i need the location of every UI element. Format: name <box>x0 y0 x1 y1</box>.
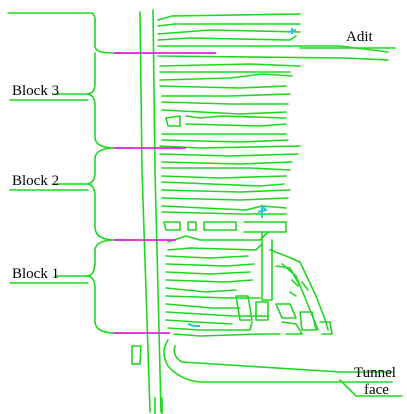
marker-block2 <box>257 203 268 218</box>
drifts-block1 <box>165 231 333 337</box>
adit-label: Adit <box>346 29 374 45</box>
tunnel-face-label-line2: face <box>364 382 389 398</box>
bottom-stub <box>154 397 163 414</box>
marker-adit <box>287 28 297 34</box>
main-axis-left <box>139 11 151 413</box>
tunnel-face-label-line1: Tunnel <box>354 365 396 381</box>
marker-block1 <box>187 323 200 327</box>
base-bump <box>131 345 142 365</box>
block-bracket <box>7 12 133 334</box>
tunnel-outline <box>7 9 403 414</box>
block1-label: Block 1 <box>12 266 59 282</box>
tunnel-face-leader <box>339 379 403 397</box>
block2-label: Block 2 <box>12 173 59 189</box>
adit-tunnel <box>157 45 389 61</box>
block3-label: Block 3 <box>12 83 59 99</box>
tunnel-face-drift <box>163 339 393 383</box>
drifts-block2 <box>159 145 301 233</box>
block-dividers <box>114 52 216 334</box>
drifts-block3 <box>157 13 301 143</box>
survey-markers <box>187 28 297 327</box>
main-axis-right <box>152 9 162 413</box>
